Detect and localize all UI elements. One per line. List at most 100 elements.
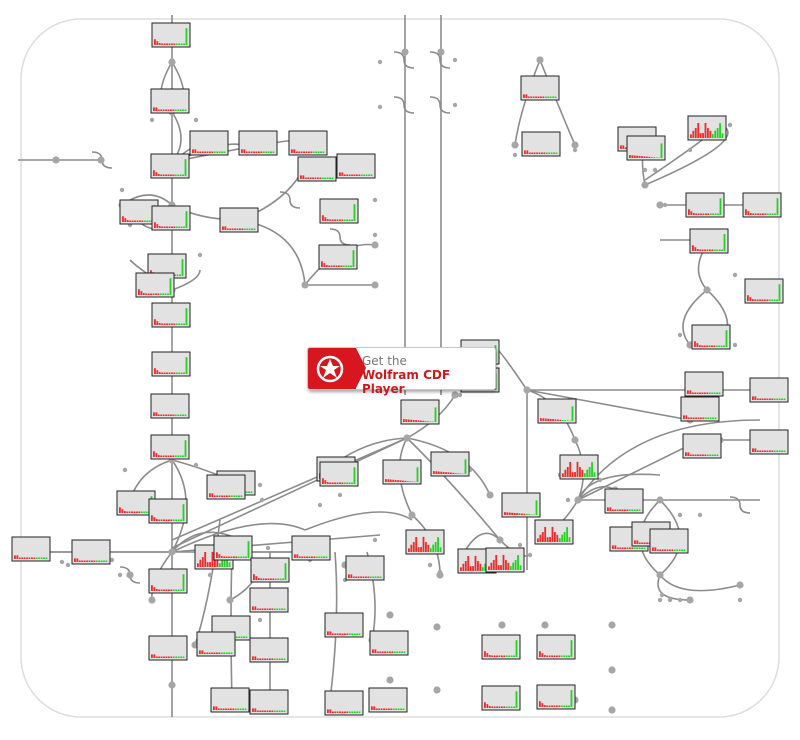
histogram-bar (194, 149, 196, 153)
histogram-bar (506, 512, 508, 515)
histogram-bar (156, 519, 158, 521)
histogram-bar (564, 420, 566, 421)
histogram-bar (144, 221, 146, 223)
histogram-bar (207, 562, 209, 567)
histogram-panel (370, 631, 408, 655)
histogram-bar (646, 157, 648, 158)
histogram-bar (171, 373, 173, 375)
histogram-bar (178, 373, 180, 375)
histogram-bar (484, 702, 486, 708)
histogram-bar (552, 97, 554, 99)
histogram-bar (577, 462, 579, 477)
histogram-bar (688, 418, 690, 420)
histogram-bar (701, 346, 703, 348)
histogram-panel (743, 193, 781, 217)
histogram-bar (129, 221, 131, 223)
histogram-bar (183, 373, 185, 375)
histogram-bar (218, 709, 220, 711)
vertex (541, 621, 548, 628)
histogram-bar (236, 496, 238, 498)
histogram-panel (538, 399, 576, 423)
histogram-bar (265, 152, 267, 154)
vertex (66, 563, 70, 567)
histogram-bar (153, 170, 155, 176)
histogram-bar (754, 448, 756, 452)
histogram-bar (750, 213, 752, 215)
histogram-bar (245, 557, 247, 559)
histogram-bar (155, 294, 157, 296)
histogram-bar (324, 217, 326, 221)
histogram-bar (124, 218, 126, 222)
histogram-bar (659, 550, 661, 552)
histogram-bar (639, 543, 641, 545)
histogram-bar (257, 659, 259, 661)
histogram-bar (784, 399, 786, 401)
get-cdf-player-button[interactable]: Get the Wolfram CDF Player (307, 347, 496, 390)
histogram-bar (252, 606, 254, 610)
histogram-bar (511, 707, 513, 709)
histogram-bar (704, 393, 706, 395)
histogram-bar (363, 577, 365, 579)
histogram-bar (202, 557, 204, 567)
vertex (258, 483, 262, 487)
histogram-bar (155, 412, 157, 416)
histogram-bar (166, 227, 168, 229)
histogram-bar (175, 657, 177, 659)
histogram-bar (134, 512, 136, 514)
histogram-bar (488, 566, 490, 570)
vertex (656, 571, 663, 578)
histogram-bar (662, 550, 664, 552)
histogram-bar (707, 250, 709, 252)
histogram-bar (183, 44, 185, 46)
histogram-panel (149, 499, 187, 523)
histogram-bar (146, 512, 148, 514)
histogram-bar (556, 706, 558, 708)
histogram-bar (530, 97, 532, 99)
histogram-bar (542, 97, 544, 99)
histogram-bar (614, 545, 616, 549)
histogram-bar (310, 152, 312, 154)
histogram-bar (240, 709, 242, 711)
histogram-bar (719, 250, 721, 252)
histogram-bar (170, 520, 172, 522)
histogram-bar (652, 547, 654, 551)
histogram-bar (551, 656, 553, 658)
histogram-bar (238, 557, 240, 559)
histogram-bar (415, 420, 417, 422)
histogram-bar (776, 451, 778, 453)
vertex (378, 105, 382, 109)
edge (578, 420, 760, 500)
histogram-bar (545, 419, 547, 421)
histogram-bar (267, 711, 269, 713)
histogram-bar (700, 418, 702, 420)
histogram-bar (752, 396, 754, 400)
histogram-bar (306, 152, 308, 154)
histogram-bar (693, 418, 695, 420)
histogram-panel (401, 400, 439, 424)
histogram-bar (354, 712, 356, 714)
histogram-bar (523, 514, 525, 515)
vertex (733, 343, 737, 347)
histogram-bar (161, 657, 163, 659)
histogram-bar (619, 548, 621, 550)
histogram-bar (24, 558, 26, 560)
histogram-bar (490, 563, 492, 570)
histogram-bar (338, 266, 340, 268)
histogram-bar (546, 656, 548, 658)
vertex (258, 618, 262, 622)
histogram-bar (327, 219, 329, 221)
histogram-bar (759, 451, 761, 453)
histogram-bar (586, 470, 588, 477)
histogram-bar (777, 198, 779, 215)
histogram-bar (774, 451, 776, 453)
vertex (373, 538, 377, 542)
histogram-bar (622, 145, 624, 149)
histogram-bar (470, 566, 472, 571)
histogram-bar (448, 472, 450, 474)
histogram-bar (265, 579, 267, 581)
vertex (226, 596, 233, 603)
histogram-panel (289, 131, 327, 155)
histogram-bar (631, 548, 633, 550)
histogram-bar (169, 324, 171, 326)
